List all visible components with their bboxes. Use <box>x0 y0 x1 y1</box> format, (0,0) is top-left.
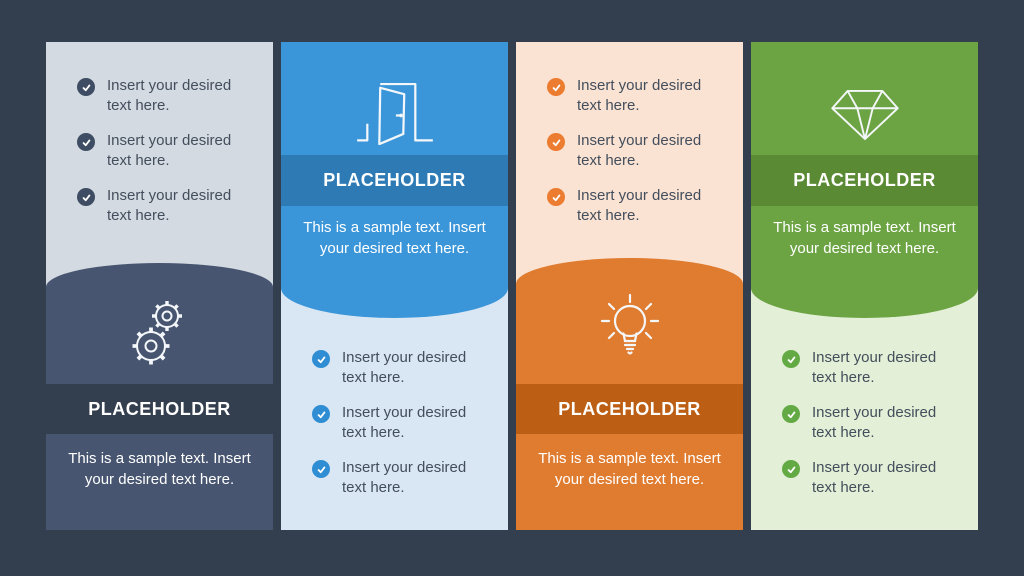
column-1-top-panel: Insert your desired text here. Insert yo… <box>46 42 273 384</box>
gears-icon <box>132 301 182 365</box>
list-item: Insert your desired text here. <box>77 186 273 226</box>
column-1-sample-box: This is a sample text. Insert your desir… <box>46 434 273 530</box>
placeholder-title: PLACEHOLDER <box>88 398 231 419</box>
sample-text: This is a sample text. Insert your desir… <box>773 219 956 257</box>
check-icon <box>312 405 330 423</box>
column-3-orange: Insert your desired text here. Insert yo… <box>516 42 743 530</box>
column-4-bullet-list: Insert your desired text here. Insert yo… <box>782 348 960 513</box>
column-1-dome <box>46 263 273 384</box>
column-2-icon-area <box>281 42 508 155</box>
column-2-placeholder-band: PLACEHOLDER <box>281 155 508 206</box>
check-icon <box>312 350 330 368</box>
check-icon <box>782 350 800 368</box>
placeholder-title: PLACEHOLDER <box>558 398 701 419</box>
check-icon <box>547 188 565 206</box>
check-icon <box>77 133 95 151</box>
bullet-text: Insert your desired text here. <box>812 459 937 496</box>
list-item: Insert your desired text here. <box>782 348 960 388</box>
bullet-text: Insert your desired text here. <box>812 349 937 386</box>
column-2-bullet-list: Insert your desired text here. Insert yo… <box>312 348 490 513</box>
bullet-text: Insert your desired text here. <box>342 404 467 441</box>
list-item: Insert your desired text here. <box>312 348 490 388</box>
column-3-bullet-list: Insert your desired text here. Insert yo… <box>516 42 743 226</box>
check-icon <box>547 133 565 151</box>
list-item: Insert your desired text here. <box>547 186 743 226</box>
list-item: Insert your desired text here. <box>782 403 960 443</box>
column-4-icon-area <box>751 42 978 155</box>
diamond-icon <box>830 89 899 141</box>
column-2-blue: PLACEHOLDER This is a sample text. Inser… <box>281 42 508 530</box>
column-2-main-shape: PLACEHOLDER This is a sample text. Inser… <box>281 42 508 318</box>
bullet-text: Insert your desired text here. <box>577 187 702 224</box>
list-item: Insert your desired text here. <box>312 403 490 443</box>
list-item: Insert your desired text here. <box>547 131 743 171</box>
door-icon <box>356 82 433 145</box>
placeholder-title: PLACEHOLDER <box>323 170 466 190</box>
column-1-slate: Insert your desired text here. Insert yo… <box>46 42 273 530</box>
sample-text: This is a sample text. Insert your desir… <box>303 219 486 257</box>
list-item: Insert your desired text here. <box>312 458 490 498</box>
column-1-placeholder-band: PLACEHOLDER <box>46 384 273 434</box>
column-3-placeholder-band: PLACEHOLDER <box>516 384 743 434</box>
column-4-green: PLACEHOLDER This is a sample text. Inser… <box>751 42 978 530</box>
check-icon <box>547 78 565 96</box>
check-icon <box>782 405 800 423</box>
column-3-sample-box: This is a sample text. Insert your desir… <box>516 434 743 530</box>
sample-text: This is a sample text. Insert your desir… <box>68 450 251 488</box>
list-item: Insert your desired text here. <box>77 76 273 116</box>
column-4-main-shape: PLACEHOLDER This is a sample text. Inser… <box>751 42 978 318</box>
bullet-text: Insert your desired text here. <box>107 187 232 224</box>
bullet-text: Insert your desired text here. <box>107 132 232 169</box>
bullet-text: Insert your desired text here. <box>107 77 232 114</box>
check-icon <box>77 78 95 96</box>
columns-row: Insert your desired text here. Insert yo… <box>46 42 978 530</box>
bullet-text: Insert your desired text here. <box>812 404 937 441</box>
column-4-placeholder-band: PLACEHOLDER <box>751 155 978 206</box>
check-icon <box>312 460 330 478</box>
list-item: Insert your desired text here. <box>782 458 960 498</box>
column-3-dome <box>516 258 743 384</box>
check-icon <box>782 460 800 478</box>
lightbulb-icon <box>600 293 659 355</box>
bullet-text: Insert your desired text here. <box>577 77 702 114</box>
list-item: Insert your desired text here. <box>547 76 743 116</box>
bullet-text: Insert your desired text here. <box>342 459 467 496</box>
sample-text: This is a sample text. Insert your desir… <box>538 450 721 488</box>
list-item: Insert your desired text here. <box>77 131 273 171</box>
placeholder-title: PLACEHOLDER <box>793 170 936 190</box>
bullet-text: Insert your desired text here. <box>342 349 467 386</box>
column-1-bullet-list: Insert your desired text here. Insert yo… <box>46 42 273 226</box>
check-icon <box>77 188 95 206</box>
bullet-text: Insert your desired text here. <box>577 132 702 169</box>
column-3-top-panel: Insert your desired text here. Insert yo… <box>516 42 743 384</box>
